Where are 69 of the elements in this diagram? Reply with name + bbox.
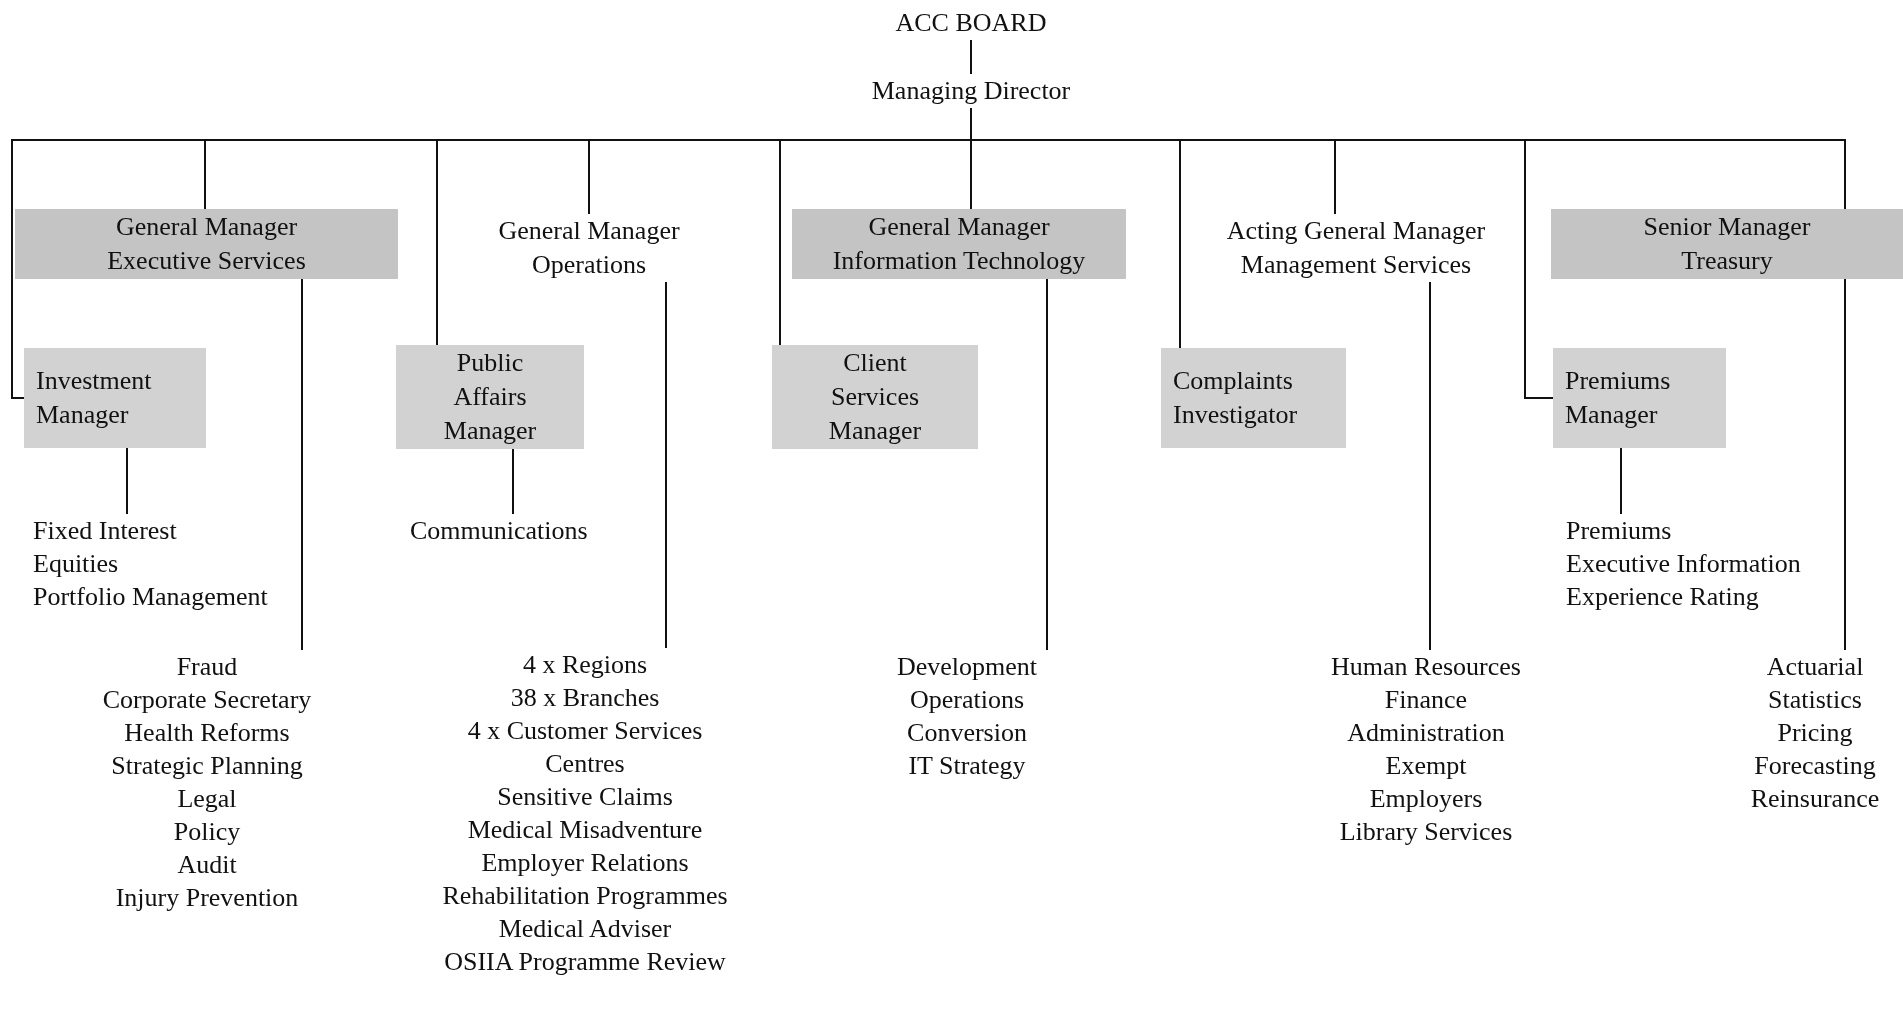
function-item: Employer Relations — [481, 847, 689, 879]
function-item: 38 x Branches — [510, 682, 660, 714]
function-item: Communications — [410, 515, 588, 547]
position-box — [24, 348, 206, 448]
function-item: Employers — [1369, 783, 1483, 815]
position-title: General Manager Executive Services — [106, 211, 307, 277]
function-item: Medical Misadventure — [467, 814, 703, 846]
function-item: Medical Adviser — [498, 913, 672, 945]
function-item: Premiums — [1566, 515, 1672, 547]
position-title: Managing Director — [871, 75, 1071, 107]
position-box — [772, 345, 978, 449]
function-item: Library Services — [1339, 816, 1513, 848]
connector-line — [1046, 278, 1048, 651]
function-item: Audit — [177, 849, 237, 881]
connector-line — [1429, 281, 1431, 651]
function-item: Policy — [173, 816, 241, 848]
function-item: Reinsurance — [1750, 783, 1880, 815]
function-item: Corporate Secretary — [102, 684, 312, 716]
function-item: Statistics — [1768, 684, 1862, 716]
position-box — [1551, 209, 1903, 279]
position-title: General Manager Operations — [497, 215, 681, 281]
position-title: Acting General Manager Management Services — [1225, 215, 1487, 281]
position-box — [1161, 348, 1346, 448]
connector-line — [1844, 278, 1846, 651]
function-item: Administration — [1347, 717, 1505, 749]
connector-line — [1620, 447, 1622, 515]
function-item: Actuarial — [1766, 651, 1864, 683]
connector-line — [970, 39, 972, 75]
function-item: OSIIA Programme Review — [444, 946, 726, 978]
position-box — [792, 209, 1126, 279]
function-item: Sensitive Claims — [497, 781, 673, 813]
position-box — [15, 209, 398, 279]
function-item: Injury Prevention — [115, 882, 299, 914]
function-item: Fixed Interest — [33, 515, 177, 547]
function-item: Forecasting — [1754, 750, 1876, 782]
connector-line — [512, 448, 514, 515]
connector-line — [970, 107, 1846, 210]
function-item: IT Strategy — [908, 750, 1026, 782]
function-item: Finance — [1384, 684, 1468, 716]
connector-line — [665, 281, 667, 649]
function-item: Health Reforms — [124, 717, 290, 749]
position-title: Client Services Manager — [827, 347, 923, 447]
function-item: Strategic Planning — [111, 750, 303, 782]
position-title: General Manager Information Technology — [831, 211, 1087, 277]
function-item: Experience Rating — [1566, 581, 1759, 613]
function-item: Equities — [33, 548, 119, 580]
function-item: Development — [896, 651, 1038, 683]
connector-line — [301, 278, 303, 651]
position-title: Premiums Manager — [1565, 365, 1672, 431]
function-item: 4 x Customer Services Centres — [466, 715, 704, 780]
function-item: Exempt — [1385, 750, 1467, 782]
board-title: ACC BOARD — [895, 7, 1047, 39]
function-item: Operations — [909, 684, 1025, 716]
position-title: Investment Manager — [36, 365, 153, 431]
position-title: Public Affairs Manager — [442, 347, 538, 447]
function-item: Pricing — [1777, 717, 1853, 749]
position-title: Complaints Investigator — [1173, 365, 1299, 431]
function-item: Portfolio Management — [33, 581, 268, 613]
function-item: Human Resources — [1331, 651, 1521, 683]
function-item: Rehabilitation Programmes — [442, 880, 728, 912]
function-item: Fraud — [176, 651, 238, 683]
position-box — [396, 345, 584, 449]
function-item: Conversion — [907, 717, 1027, 749]
connector-line — [126, 447, 128, 515]
position-title: Senior Manager Treasury — [1642, 211, 1812, 277]
function-item: Legal — [177, 783, 237, 815]
position-box — [1553, 348, 1726, 448]
function-item: 4 x Regions — [522, 649, 648, 681]
function-item: Executive Information — [1566, 548, 1801, 580]
